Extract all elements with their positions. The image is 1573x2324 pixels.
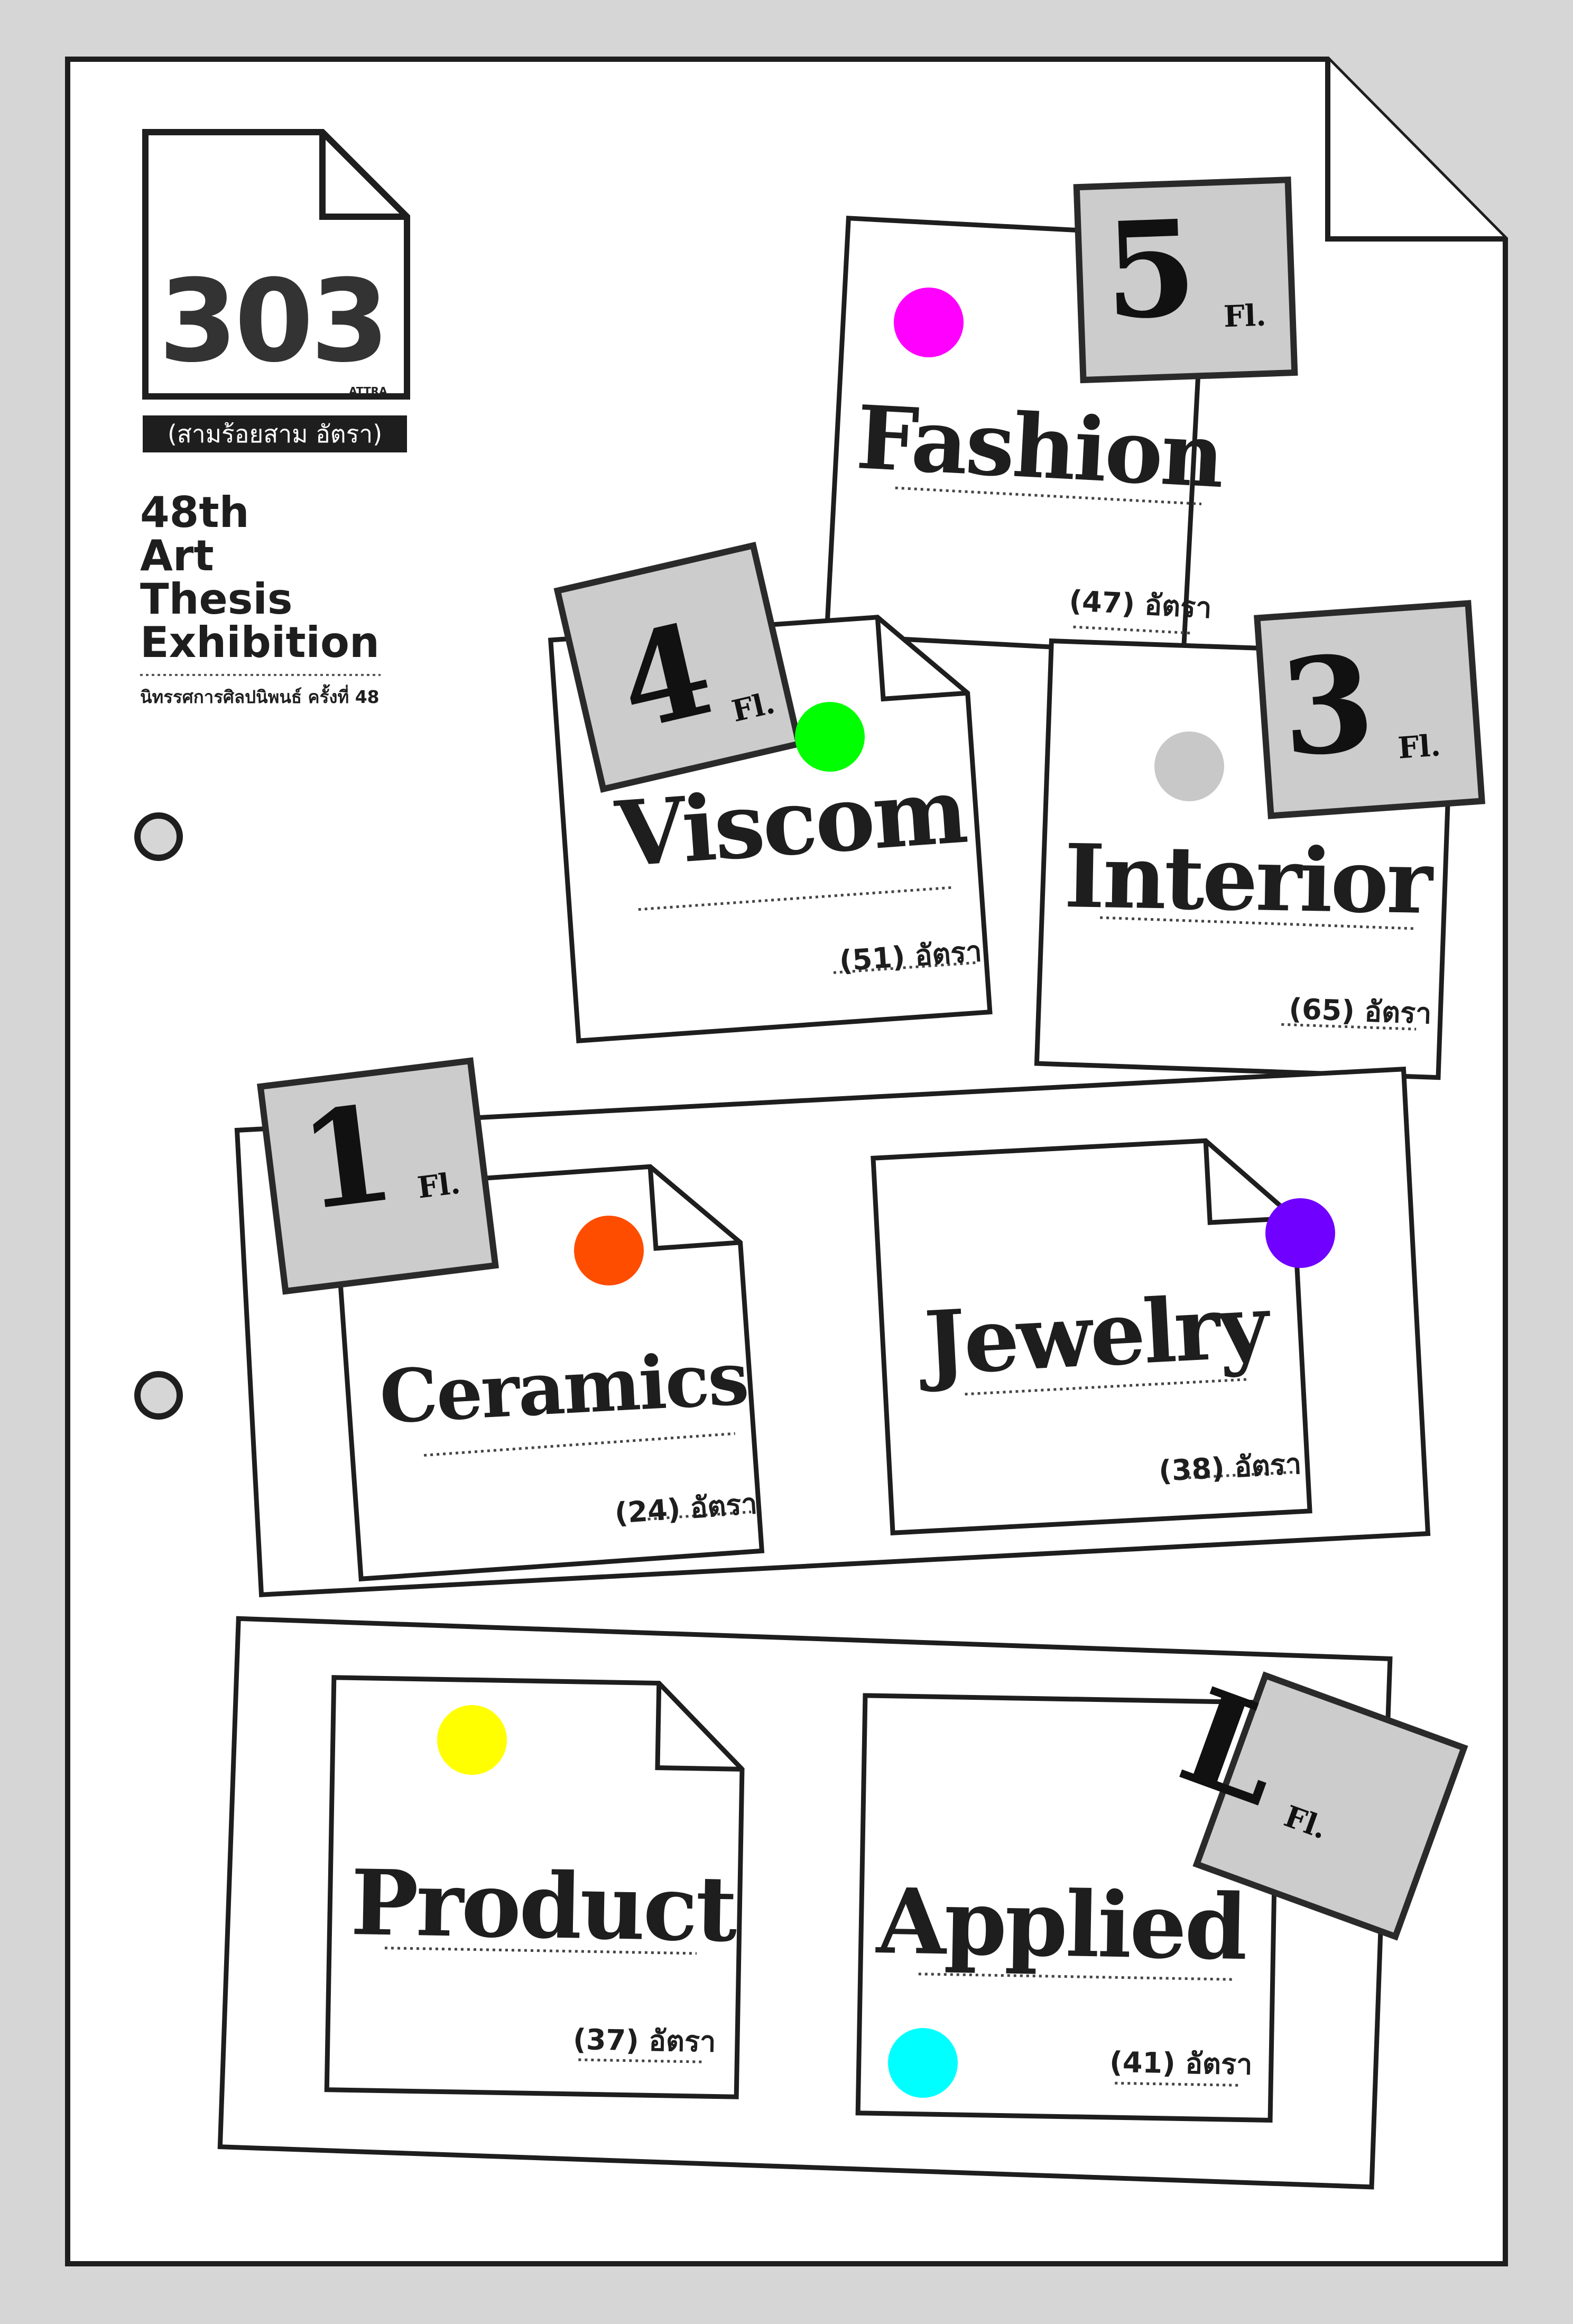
card-jewelry — [871, 1138, 1312, 1535]
ceramics-color-dot — [574, 1216, 644, 1285]
floor-label-3: Fl. — [1396, 728, 1442, 766]
dept-name-fashion: Fashion — [854, 386, 1225, 508]
floor-label-4: Fl. — [728, 685, 778, 729]
dept-count-applied: (41) อัตรา — [1109, 2045, 1253, 2081]
floor-label-5: Fl. — [1223, 298, 1267, 335]
dept-name-interior: Interior — [1063, 825, 1432, 934]
floor-tag-1 — [257, 1057, 499, 1295]
exhibition-title-line-4: Exhibition — [140, 618, 380, 667]
logo-file-shape — [142, 129, 410, 400]
floor-tag-l — [1192, 1671, 1468, 1941]
exhibition-title-line-1: 48th — [140, 488, 249, 537]
dept-count-jewelry: (38) อัตรา — [1158, 1447, 1302, 1488]
dept-name-viscom: Viscom — [612, 757, 969, 888]
floor-tag-3 — [1254, 600, 1486, 819]
binder-hole-bottom — [134, 1371, 183, 1420]
logo-wordmark: ATTRA — [349, 385, 387, 397]
floor-number-3: 3 — [1276, 625, 1379, 786]
main-paper-fold — [1325, 59, 1505, 242]
exhibition-title-line-3: Thesis — [140, 575, 293, 624]
exhibition-title-line-2: Art — [140, 531, 214, 580]
dept-count-product: (37) อัตรา — [572, 2022, 716, 2059]
dept-name-applied: Applied — [875, 1868, 1246, 1981]
product-color-dot — [437, 1705, 507, 1775]
floor-label-1: Fl. — [415, 1165, 462, 1206]
logo-number: 303 — [159, 255, 390, 387]
jewelry-color-dot — [1265, 1198, 1335, 1268]
floor-tag-4 — [553, 541, 803, 793]
fashion-color-dot — [894, 288, 964, 357]
binder-hole-top — [134, 812, 183, 861]
exhibition-thai-subtitle: นิทรรศการศิลปนิพนธ์ ครั้งที่ 48 — [140, 687, 380, 707]
dept-count-interior: (65) อัตรา — [1288, 992, 1432, 1031]
card-product — [324, 1675, 745, 2099]
interior-color-dot — [1154, 732, 1224, 801]
floor-number-1: 1 — [292, 1075, 403, 1240]
dept-name-jewelry: Jewelry — [922, 1274, 1270, 1395]
applied-color-dot — [888, 2028, 958, 2098]
floor-number-5: 5 — [1102, 190, 1200, 349]
floor-tag-5 — [1073, 177, 1298, 384]
card-applied — [855, 1693, 1280, 2123]
dept-name-ceramics: Ceramics — [377, 1335, 750, 1440]
dept-name-product: Product — [349, 1850, 736, 1962]
dept-count-fashion: (47) อัตรา — [1068, 584, 1213, 625]
viscom-color-dot — [795, 702, 865, 772]
logo-thai-name: (สามร้อยสาม อัตรา) — [143, 415, 407, 452]
